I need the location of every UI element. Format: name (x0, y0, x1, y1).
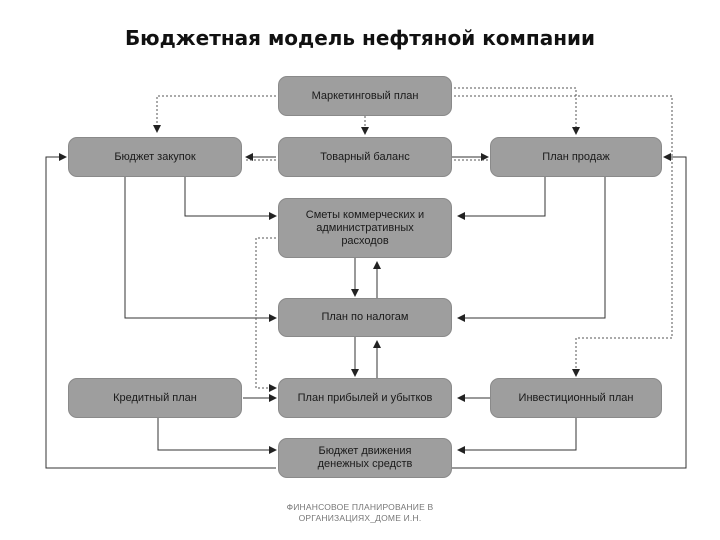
node-marketing-plan: Маркетинговый план (278, 76, 452, 116)
link-marketing-to-sales (454, 87, 580, 135)
link-credit-to-cash (157, 418, 277, 454)
footer-line-2: ОРГАНИЗАЦИЯХ_ДОМЕ И.Н. (298, 513, 422, 523)
node-goods-balance: Товарный баланс (278, 137, 452, 177)
link-admin-to-pl (255, 237, 277, 392)
node-profit-loss-plan: План прибылей и убытков (278, 378, 452, 418)
link-sales-to-tax (457, 177, 606, 322)
link-sales-to-admin (457, 177, 546, 220)
link-purchase-to-tax (124, 177, 277, 322)
diagram-title: Бюджетная модель нефтяной компании (124, 26, 596, 50)
node-cash-flow-budget: Бюджет движения денежных средств (278, 438, 452, 478)
node-tax-plan: План по налогам (278, 298, 452, 337)
link-marketing-to-purchase (153, 95, 276, 133)
footer-caption: ФИНАНСОВОЕ ПЛАНИРОВАНИЕ В ОРГАНИЗАЦИЯХ_Д… (0, 502, 720, 524)
link-cash-to-purchase (45, 153, 276, 469)
link-invest-to-cash (457, 418, 577, 454)
link-purchase-to-admin (184, 177, 277, 220)
node-investment-plan: Инвестиционный план (490, 378, 662, 418)
link-marketing-to-investment (454, 95, 673, 377)
footer-line-1: ФИНАНСОВОЕ ПЛАНИРОВАНИЕ В (286, 502, 434, 512)
node-credit-plan: Кредитный план (68, 378, 242, 418)
node-sales-plan: План продаж (490, 137, 662, 177)
node-admin-expenses: Сметы коммерческих и административных ра… (278, 198, 452, 258)
node-purchase-budget: Бюджет закупок (68, 137, 242, 177)
link-cash-to-sales (450, 153, 687, 469)
